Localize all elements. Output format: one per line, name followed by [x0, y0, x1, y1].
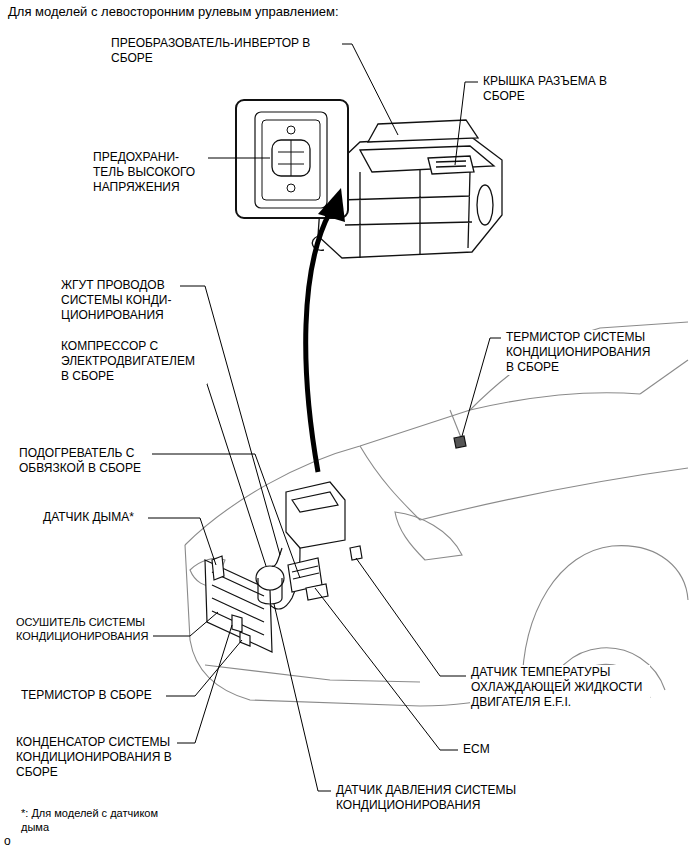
leader-lines-part [142, 454, 300, 578]
part-label: КРЫШКА РАЗЪЕМА В СБОРЕ [482, 74, 629, 104]
leader-lines-part [455, 82, 478, 165]
diagram-title: Для моделей с левосторонним рулевым упра… [8, 4, 339, 20]
pointer-arrow [306, 188, 345, 472]
engine-bay-parts-part [350, 546, 362, 560]
pointer-arrow-part [306, 212, 330, 472]
inverter-illustration-part [436, 161, 466, 167]
fuse-inset-part [287, 126, 295, 134]
inverter-illustration-part [428, 156, 474, 174]
car-body-part [450, 410, 462, 440]
leader-lines-part [356, 558, 466, 676]
car-body-part [360, 446, 420, 520]
stray-mark: o [3, 834, 12, 849]
engine-bay-parts [205, 436, 466, 652]
leader-lines-part [172, 625, 232, 743]
engine-bay-parts-part [292, 492, 338, 512]
leader-lines-part [150, 612, 218, 636]
engine-bay-parts-part [454, 436, 466, 448]
part-label: КОМПРЕССОР С ЭЛЕКТРОДВИГАТЕЛЕМ В СБОРЕ [60, 339, 207, 384]
inverter-illustration-part [340, 170, 472, 258]
part-label: ПРЕОБРАЗОВАТЕЛЬ-ИНВЕРТОР В СБОРЕ [110, 36, 342, 66]
car-body-part [470, 322, 688, 410]
engine-bay-parts-part [306, 584, 328, 600]
part-label: КОНДЕНСАТОР СИСТЕМЫ КОНДИЦИОНИРОВАНИЯ В … [15, 735, 177, 780]
engine-bay-parts-part [256, 566, 284, 590]
leader-lines-part [166, 640, 242, 696]
inverter-illustration-part [368, 120, 478, 142]
fuse-inset-part [272, 140, 310, 176]
part-label: ОСУШИТЕЛЬ СИСТЕМЫ КОНДИЦИОНИРОВАНИЯ [15, 615, 153, 643]
part-label: ДАТЧИК ТЕМПЕРАТУРЫ ОХЛАЖДАЮЩЕЙ ЖИДКОСТИ … [470, 665, 650, 710]
leader-lines-part [148, 518, 216, 565]
car-body-part [395, 512, 462, 560]
part-label: ДАТЧИК ДАВЛЕНИЯ СИСТЕМЫ КОНДИЦИОНИРОВАНИ… [335, 783, 533, 813]
fuse-inset-part [278, 140, 304, 176]
leader-lines-part [274, 604, 331, 791]
part-label: ECM [462, 742, 491, 757]
car-body-part [205, 665, 420, 682]
engine-bay-parts-part [232, 615, 242, 632]
inverter-illustration-part [477, 185, 493, 225]
car-body-part [185, 393, 640, 545]
engine-bay-parts-part [240, 632, 250, 646]
part-label: ТЕРМИСТОР В СБОРЕ [20, 688, 153, 703]
pointer-arrow-part [318, 188, 345, 222]
engine-bay-parts-part [286, 482, 345, 548]
car-body-part [420, 468, 688, 520]
part-label: ТЕРМИСТОР СИСТЕМЫ КОНДИЦИОНИРОВАНИЯ В СБ… [505, 330, 655, 375]
part-label: ДАТЧИК ДЫМА* [42, 510, 135, 525]
car-body [185, 322, 688, 706]
engine-bay-parts-part [258, 578, 282, 604]
fuse-inset-part [287, 184, 295, 192]
inverter-illustration-part [360, 146, 494, 172]
fuse-inset-part [255, 112, 327, 208]
leader-lines-part [315, 588, 458, 750]
part-label: ПРЕДОХРАНИ- ТЕЛЬ ВЫСОКОГО НАПРЯЖЕНИЯ [92, 150, 208, 195]
leader-lines-part [172, 286, 280, 555]
part-label: ЖГУТ ПРОВОДОВ СИСТЕМЫ КОНДИ- ЦИОНИРОВАНИ… [60, 278, 180, 323]
fuse-inset-part [262, 120, 320, 200]
footnote: *: Для моделей с датчиком дыма [20, 806, 180, 834]
leader-lines-part [462, 338, 501, 436]
part-label: ПОДОГРЕВАТЕЛЬ С ОБВЯЗКОЙ В СБОРЕ [18, 446, 152, 476]
